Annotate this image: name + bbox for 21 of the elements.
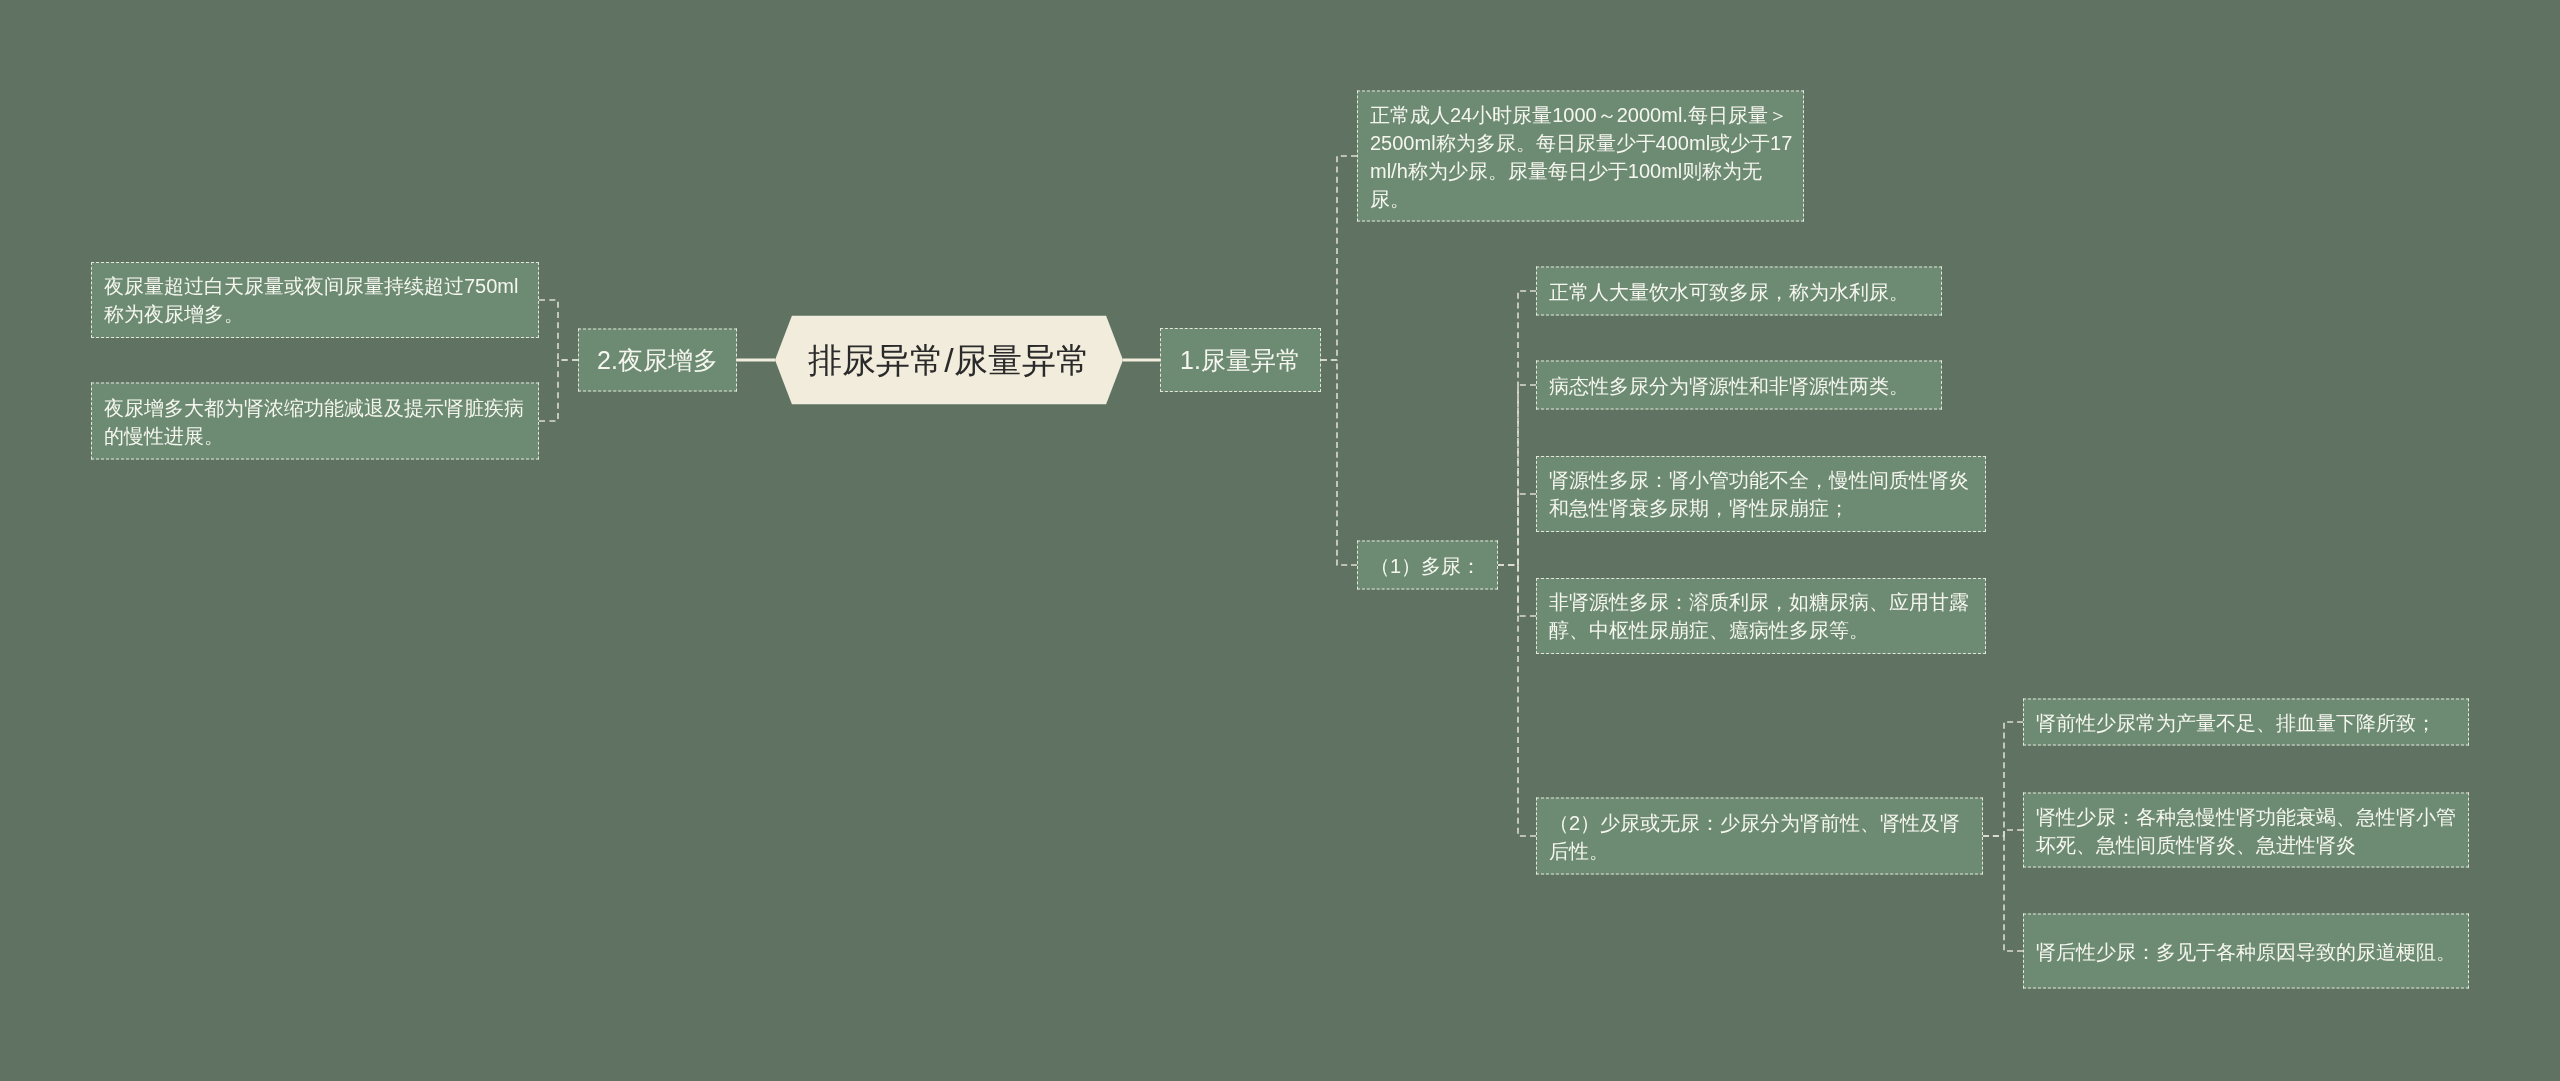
- topic-box: （1）多尿：: [1357, 540, 1498, 590]
- topic-box: （2）少尿或无尿：少尿分为肾前性、肾性及肾后性。: [1536, 797, 1983, 875]
- topic-box: 肾后性少尿：多见于各种原因导致的尿道梗阻。: [2023, 913, 2469, 989]
- branch-topic: 1.尿量异常: [1160, 328, 1321, 392]
- topic-box: 非肾源性多尿：溶质利尿，如糖尿病、应用甘露醇、中枢性尿崩症、癔病性多尿等。: [1536, 578, 1986, 654]
- central-topic: 排尿异常/尿量异常: [775, 315, 1123, 405]
- topic-box: 夜尿增多大都为肾浓缩功能减退及提示肾脏疾病的慢性进展。: [91, 382, 539, 460]
- connector-line: [1320, 359, 1358, 566]
- connector-line: [737, 358, 775, 362]
- connector-line: [1982, 835, 2024, 952]
- topic-box: 正常成人24小时尿量1000～2000ml.每日尿量＞2500ml称为多尿。每日尿量少于400ml或少于17ml/h称为少尿。尿量每日少于100ml则称为无尿。: [1357, 90, 1804, 222]
- connector-line: [1497, 564, 1537, 837]
- topic-box: 肾前性少尿常为产量不足、排血量下降所致；: [2023, 698, 2469, 746]
- connector-line: [1123, 358, 1160, 362]
- topic-box: 肾性少尿：各种急慢性肾功能衰竭、急性肾小管坏死、急性间质性肾炎、急进性肾炎: [2023, 792, 2469, 868]
- connector-line: [538, 359, 579, 422]
- topic-box: 病态性多尿分为肾源性和非肾源性两类。: [1536, 360, 1942, 410]
- topic-box: 正常人大量饮水可致多尿，称为水利尿。: [1536, 266, 1942, 316]
- branch-topic: 2.夜尿增多: [578, 328, 737, 392]
- topic-box: 肾源性多尿：肾小管功能不全，慢性间质性肾炎和急性肾衰多尿期，肾性尿崩症；: [1536, 456, 1986, 532]
- topic-box: 夜尿量超过白天尿量或夜间尿量持续超过750ml称为夜尿增多。: [91, 262, 539, 338]
